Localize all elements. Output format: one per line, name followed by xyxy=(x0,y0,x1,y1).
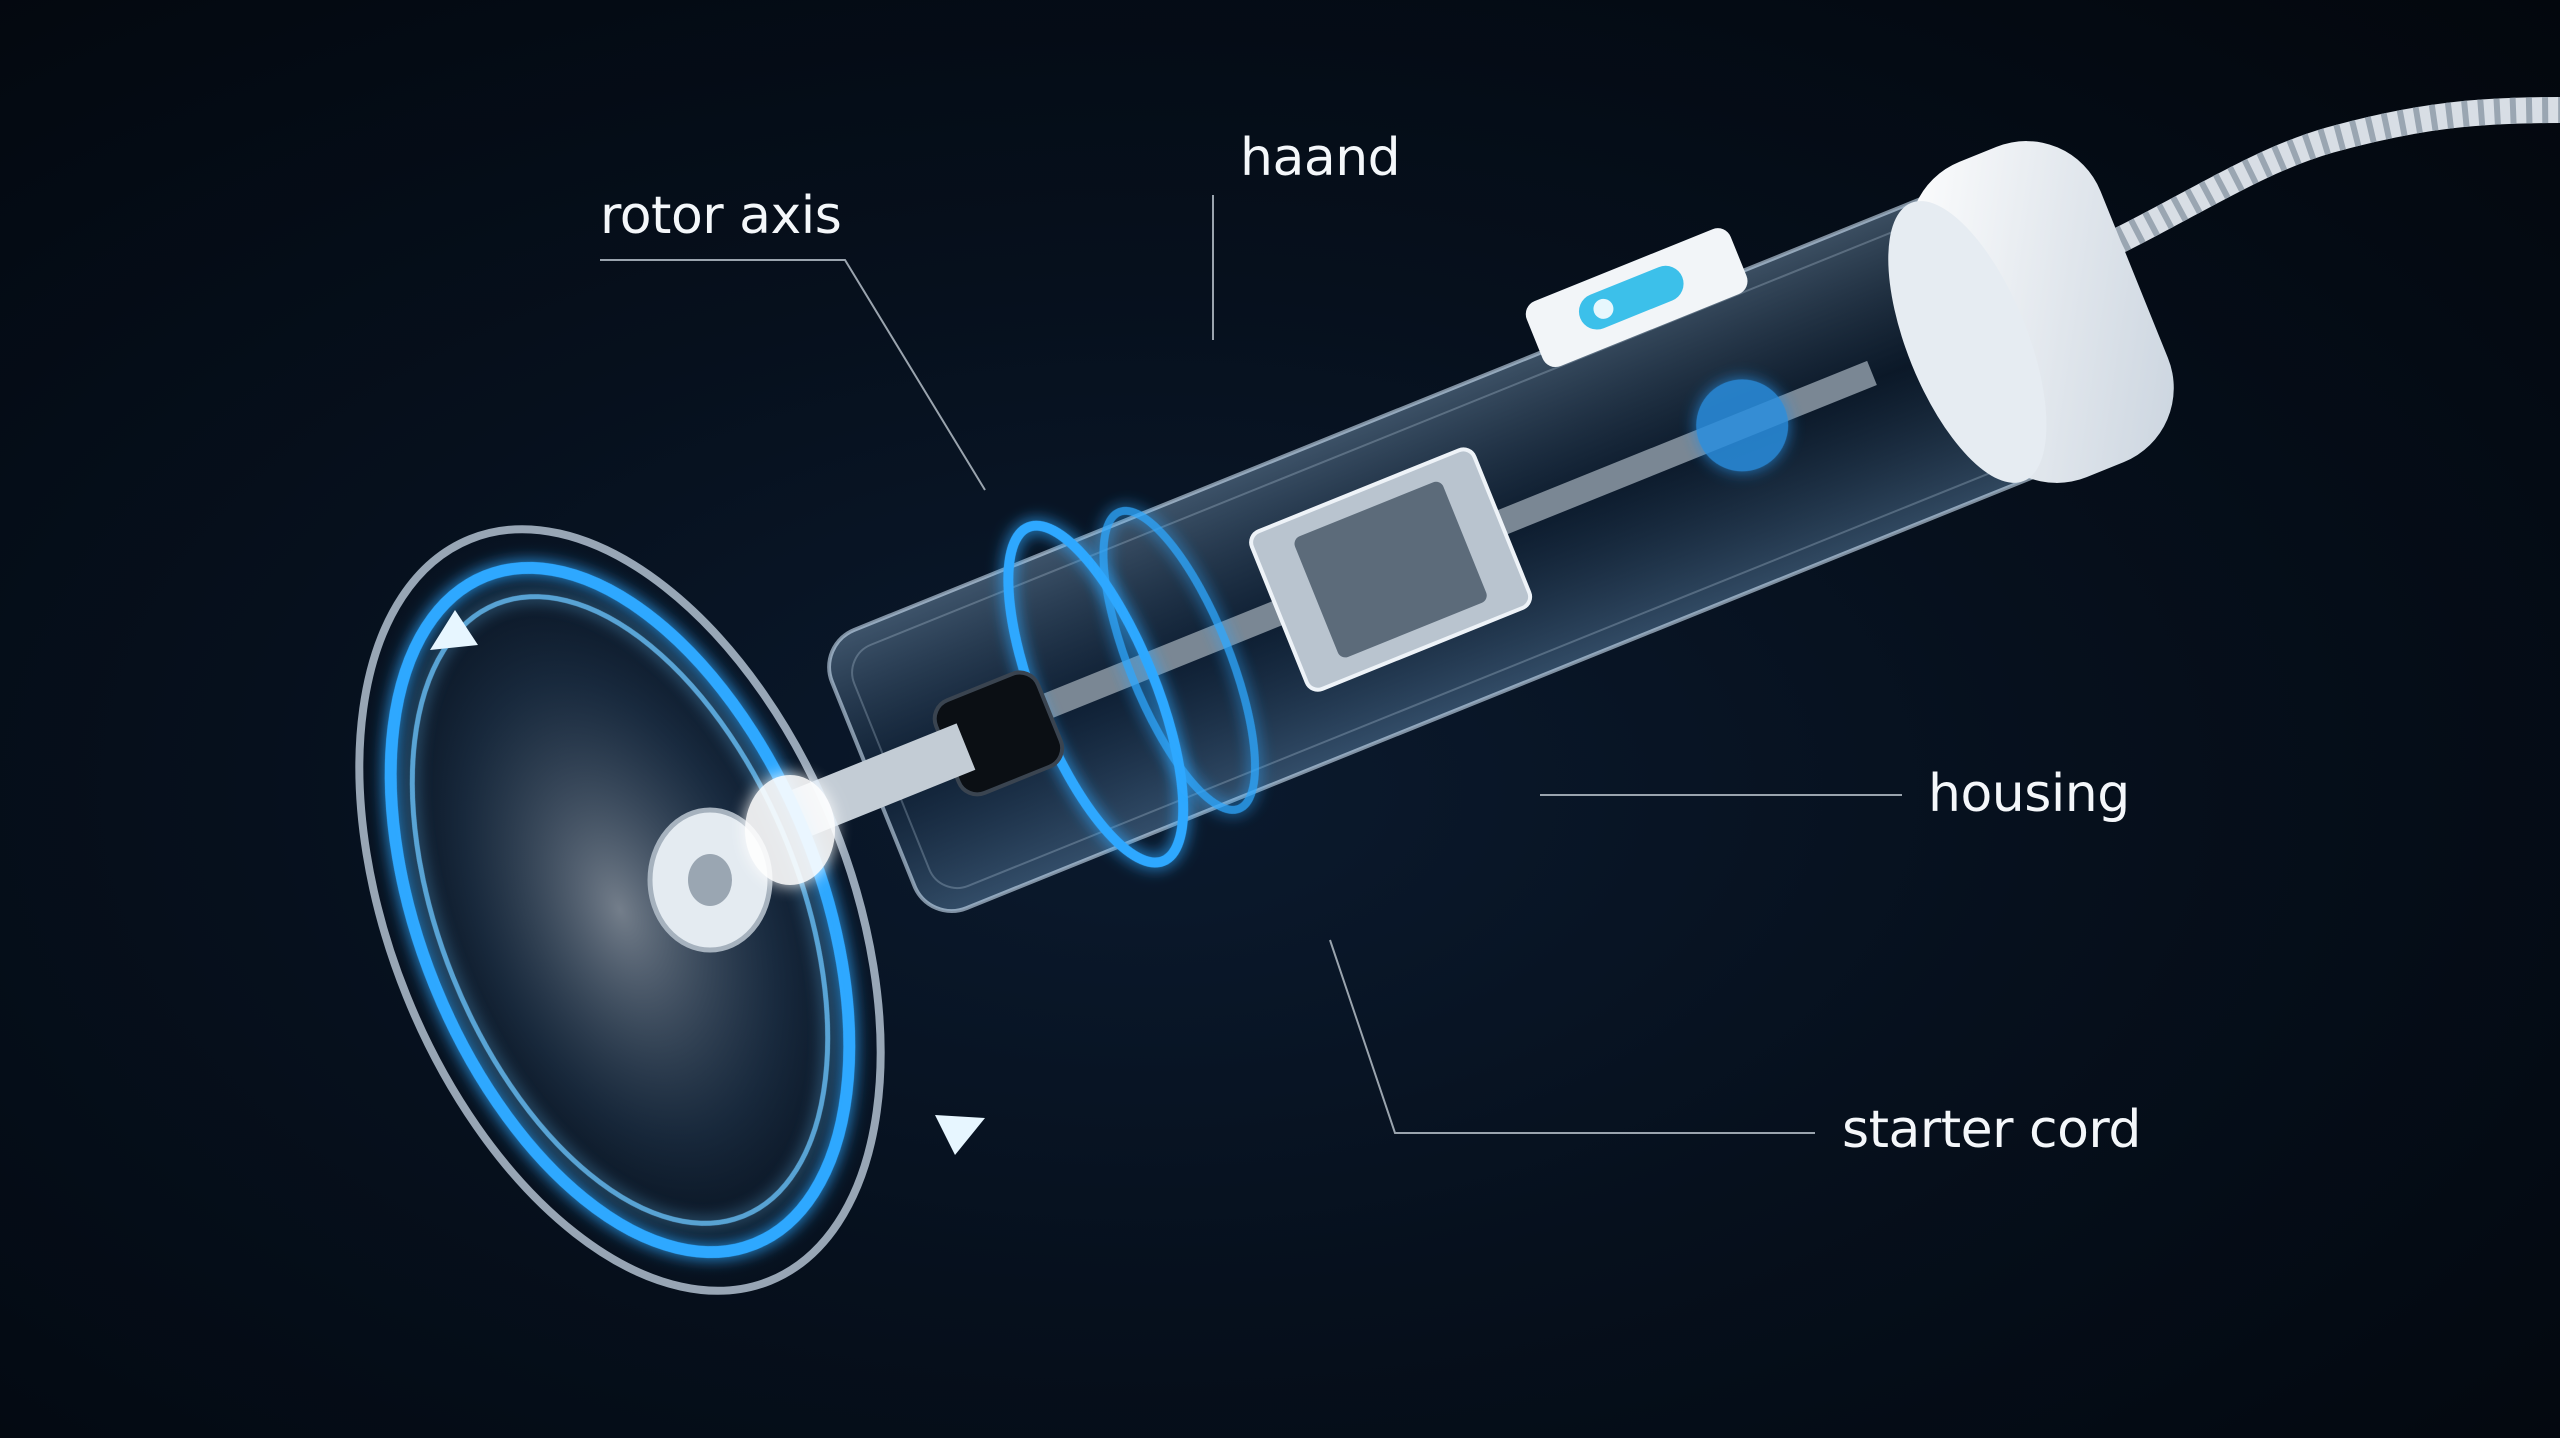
label-starter-cord: starter cord xyxy=(1842,1100,2141,1160)
label-housing: housing xyxy=(1928,764,2130,824)
label-handle: haand xyxy=(1240,128,1401,188)
rotation-arrow-icon xyxy=(935,1115,985,1155)
label-rotor-axis: rotor axis xyxy=(600,186,842,246)
rotor-fan-shape xyxy=(355,525,985,1295)
leader-line-starter-cord xyxy=(1329,939,1815,1134)
leader-line-rotor-axis xyxy=(600,259,986,491)
rotation-arrow-icon xyxy=(430,610,478,650)
cord-icon xyxy=(2107,97,2560,253)
